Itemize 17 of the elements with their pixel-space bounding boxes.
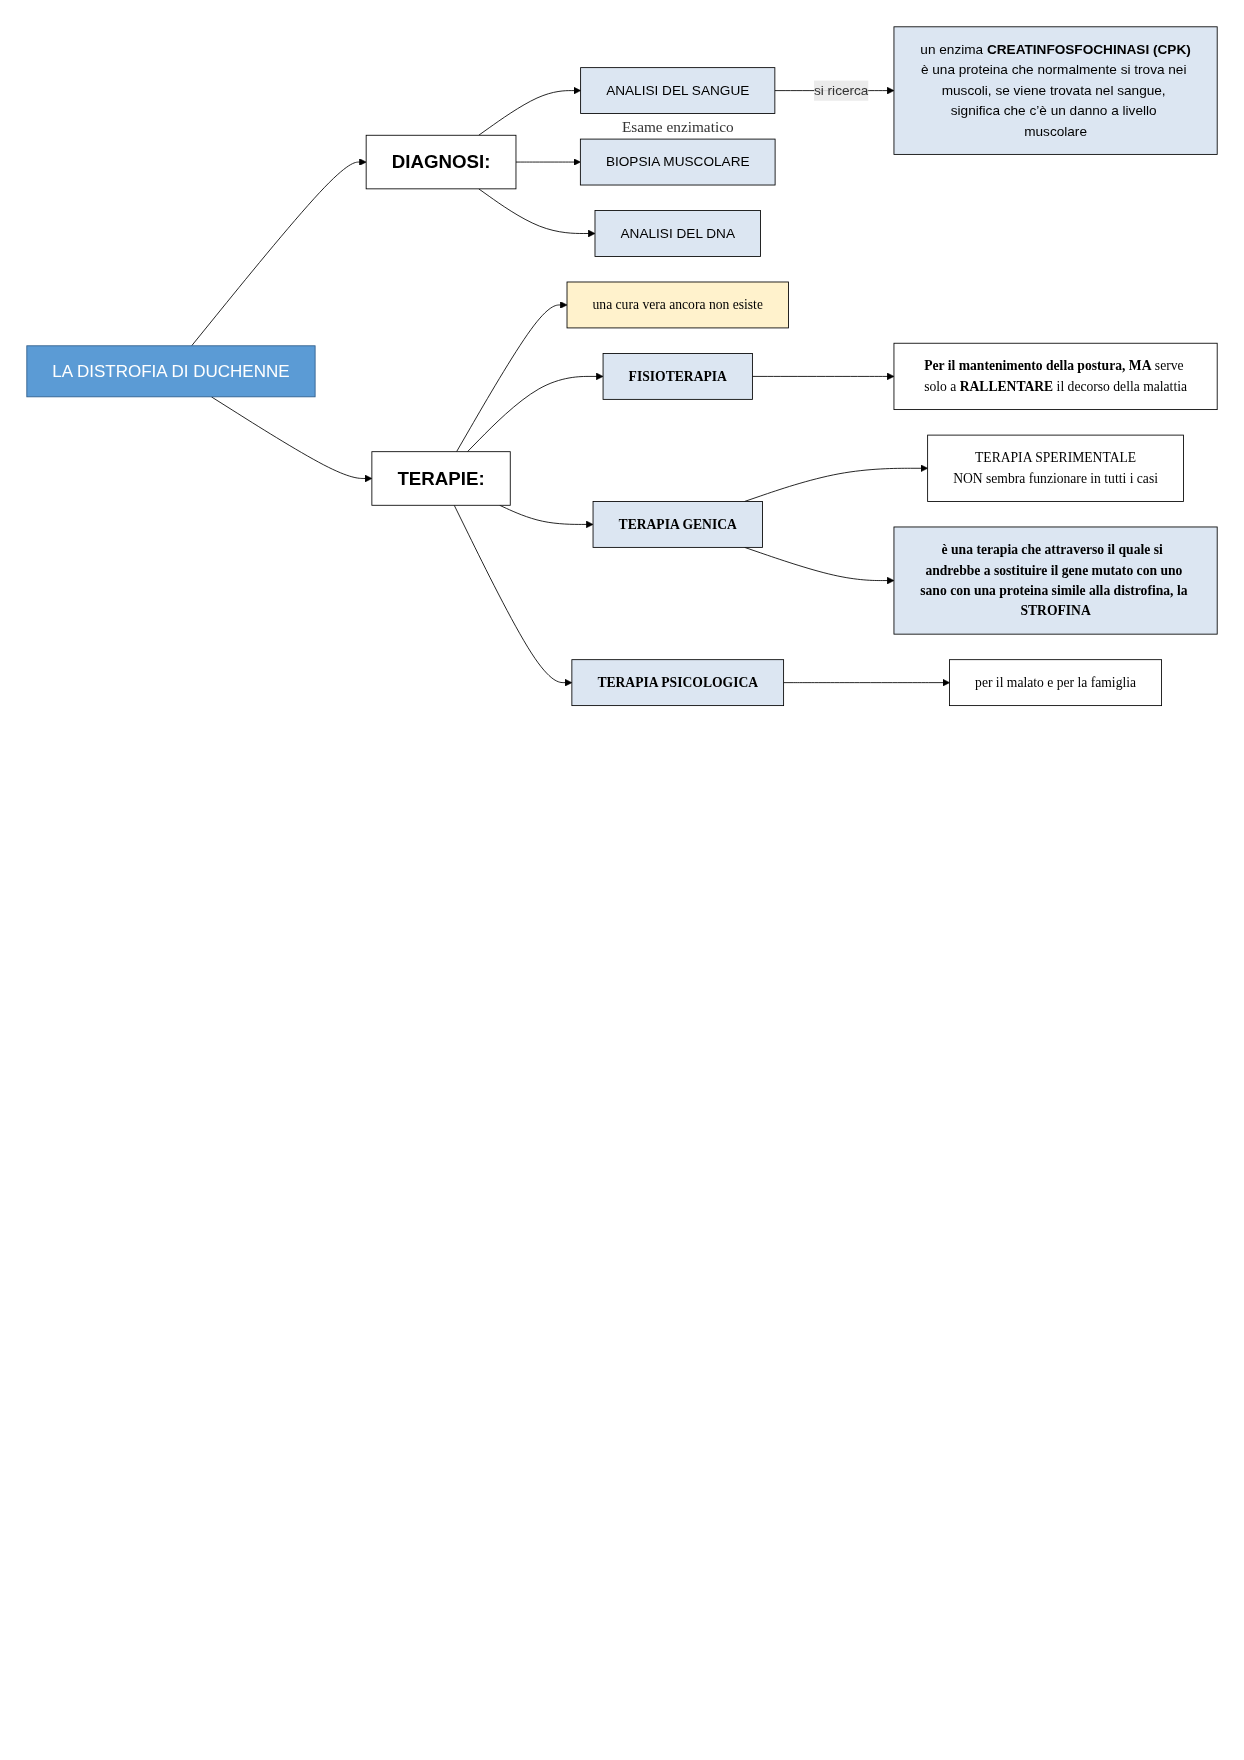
node-box: TERAPIA PSICOLOGICA xyxy=(571,659,785,707)
node-box: per il malato e per la famiglia xyxy=(949,659,1162,707)
node-box: LA DISTROFIA DI DUCHENNE xyxy=(26,345,316,398)
node-box: TERAPIA GENICA xyxy=(592,501,763,548)
node-box: FISIOTERAPIA xyxy=(602,353,753,400)
node-box: ANALISI DEL DNA xyxy=(594,210,761,257)
node-box: TERAPIA SPERIMENTALE NON sembra funzionare in tutti i casi xyxy=(927,434,1184,502)
node-caption: Esame enzimatico xyxy=(621,118,734,136)
node-box: un enzima CREATINFOSFOCHINASI (CPK) è una proteina che normalmente si trova nei muscoli, se viene trovata nel sangue, significa che c’è un danno a livello muscolare xyxy=(893,26,1218,155)
edge-label: si ricerca xyxy=(813,82,869,98)
node-box: una cura vera ancora non esiste xyxy=(566,281,789,329)
node-box: DIAGNOSI: xyxy=(365,134,517,190)
node-box: ANALISI DEL SANGUE xyxy=(580,67,776,114)
node-box: BIOPSIA MUSCOLARE xyxy=(579,138,776,186)
node-box: Per il mantenimento della postura, MA serve solo a RALLENTARE il decorso della malattia xyxy=(893,342,1218,410)
node-box: TERAPIE: xyxy=(371,451,511,506)
node-box: è una terapia che attraverso il quale si andrebbe a sostituire il gene mutato con uno sano con una proteina simile alla distrofina, la STROFINA xyxy=(893,526,1218,635)
